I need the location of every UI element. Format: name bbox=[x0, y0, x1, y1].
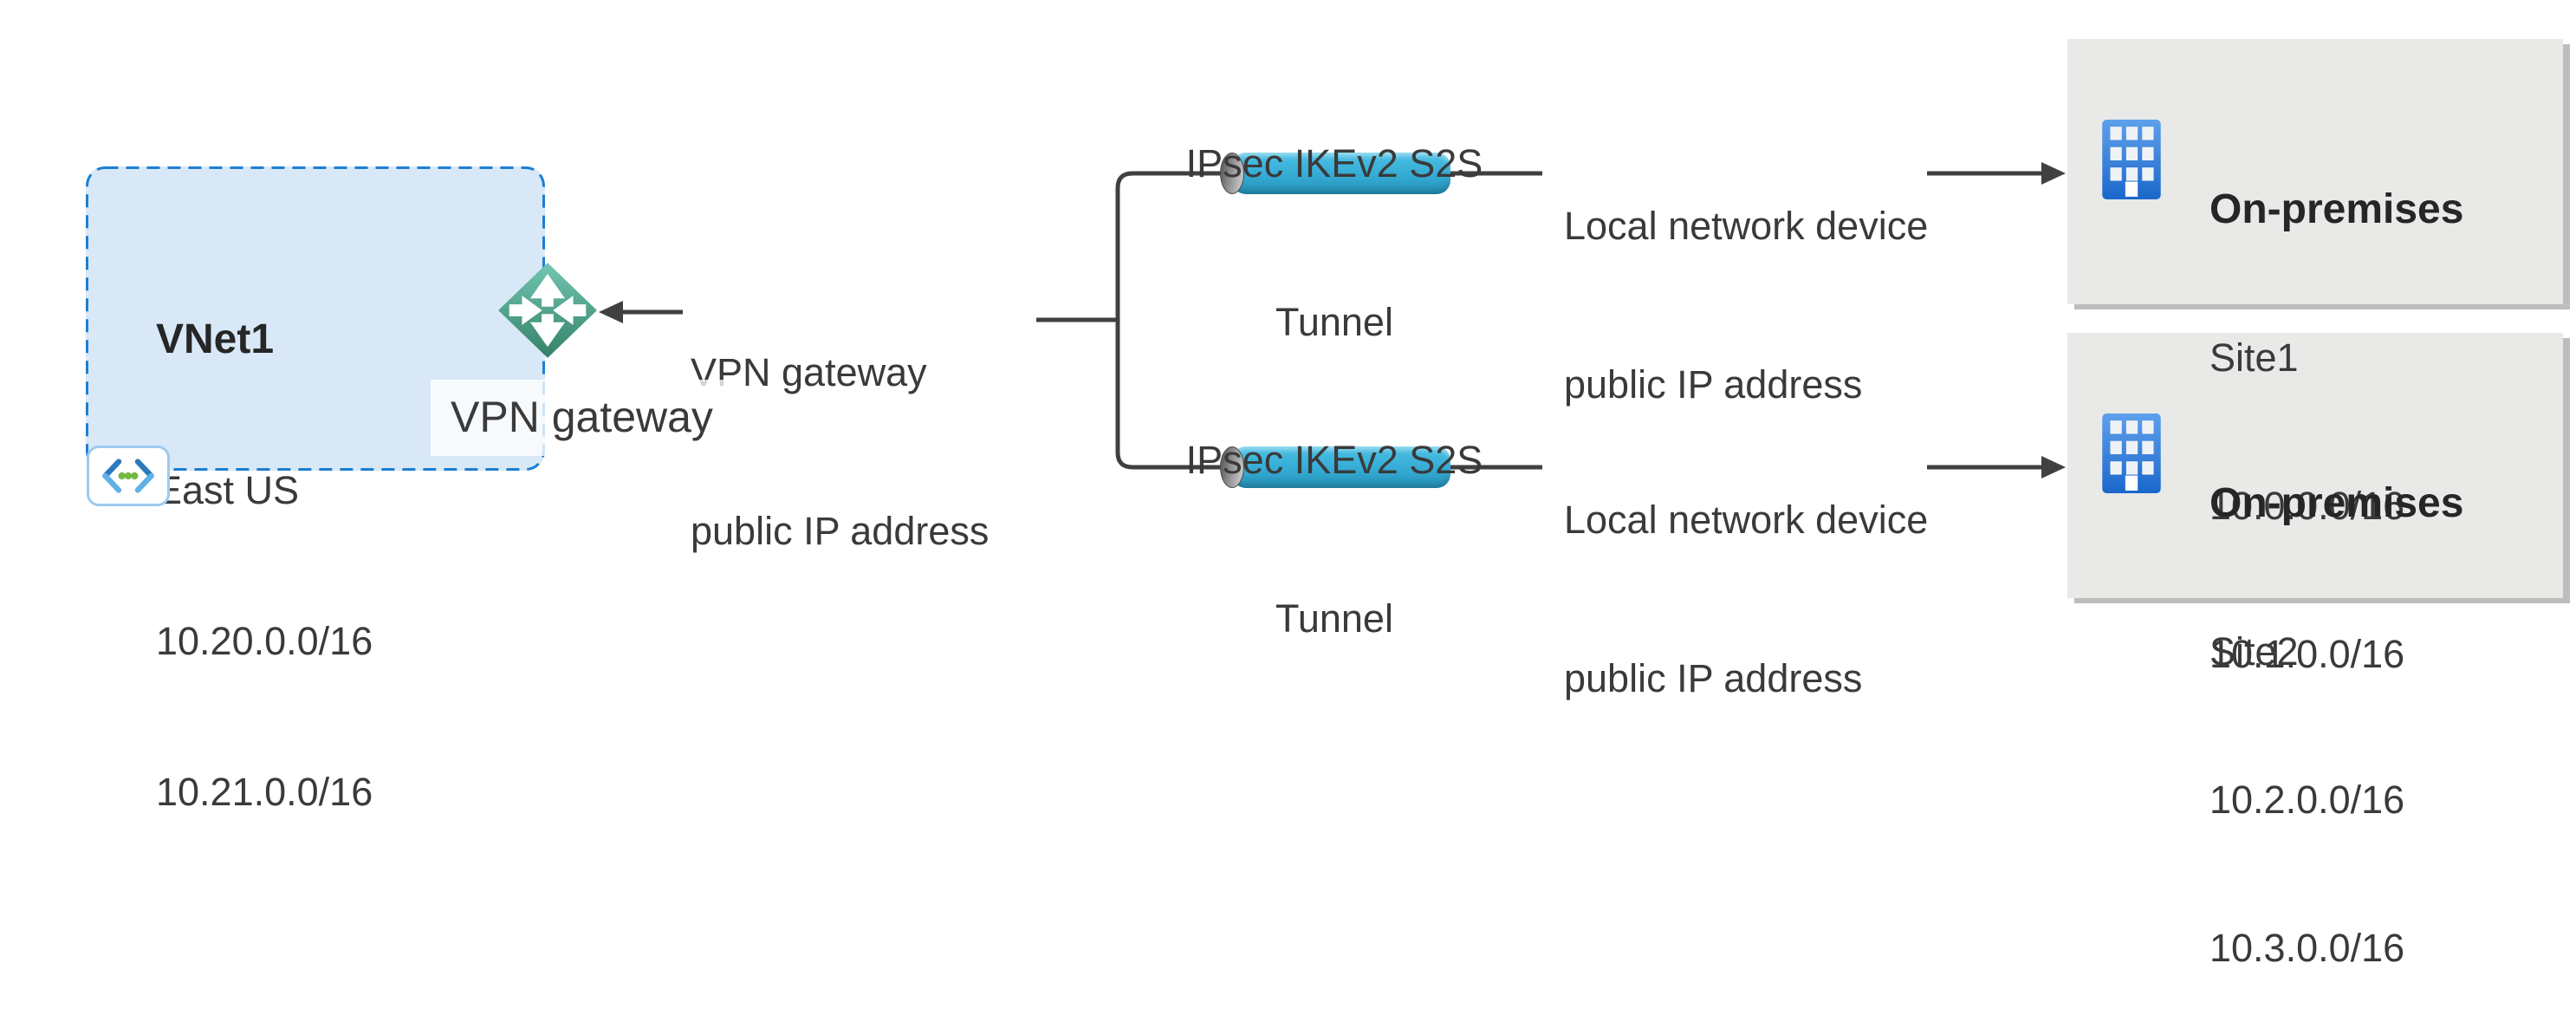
ipsec-tunnel-1 bbox=[1220, 153, 1450, 194]
vpn-gateway-icon bbox=[498, 263, 597, 358]
tunnel2-title: IPsec IKEv2 S2S Tunnel bbox=[1118, 328, 1551, 698]
tunnel1-title: IPsec IKEv2 S2S Tunnel bbox=[1118, 31, 1551, 401]
gateway-public-ip-line2: public IP address bbox=[691, 509, 990, 553]
device1-line2: public IP address bbox=[1564, 362, 1863, 407]
site1-name: Site1 bbox=[2209, 335, 2299, 380]
site2-name: Site2 bbox=[2209, 629, 2299, 674]
site2-info: On-premises Site2 10.2.0.0/16 10.3.0.0/1… bbox=[2209, 380, 2463, 1022]
tunnel1-title-line1: IPsec IKEv2 S2S bbox=[1185, 141, 1483, 186]
site1-title: On-premises bbox=[2209, 186, 2464, 232]
building-icon bbox=[2102, 413, 2161, 493]
site2-prefix-1: 10.2.0.0/16 bbox=[2209, 778, 2405, 822]
vnet-prefix-1: 10.20.0.0/16 bbox=[156, 619, 373, 663]
vnet-name: VNet1 bbox=[156, 316, 275, 362]
tunnel-cylinder-icon bbox=[1232, 446, 1450, 488]
vnet-prefix-2: 10.21.0.0/16 bbox=[156, 770, 373, 814]
ipsec-tunnel-2 bbox=[1220, 446, 1450, 488]
site2-title: On-premises bbox=[2209, 480, 2464, 526]
device1-label: Local network device public IP address bbox=[1564, 94, 1928, 464]
arrowhead-to-site1 bbox=[2041, 162, 2066, 185]
building-icon bbox=[2102, 120, 2161, 199]
gateway-public-ip-label: VPN gateway public IP address bbox=[691, 240, 989, 610]
arrowhead-to-gateway bbox=[599, 301, 623, 323]
tunnel1-title-line2: Tunnel bbox=[1275, 300, 1393, 344]
tunnel2-title-line2: Tunnel bbox=[1275, 596, 1393, 641]
tunnel-cylinder-icon bbox=[1232, 153, 1450, 194]
site1-prefix-1: 10.0.0.0/16 bbox=[2209, 484, 2405, 528]
vpn-gateway-label: VPN gateway bbox=[431, 380, 736, 456]
device2-line2: public IP address bbox=[1564, 656, 1863, 700]
site2-prefix-2: 10.3.0.0/16 bbox=[2209, 926, 2405, 970]
device2-label: Local network device public IP address bbox=[1564, 387, 1928, 758]
arrowhead-to-site2 bbox=[2041, 456, 2066, 478]
device2-line1: Local network device bbox=[1564, 498, 1929, 542]
vnet-region: East US bbox=[156, 468, 300, 512]
vpn-multisite-diagram: { "colors": { "line": "#404040", "text":… bbox=[86, 31, 2563, 970]
tunnel2-title-line1: IPsec IKEv2 S2S bbox=[1185, 438, 1483, 482]
device1-line1: Local network device bbox=[1564, 204, 1929, 248]
tunnel-opening-icon bbox=[1220, 446, 1244, 488]
virtual-network-icon bbox=[87, 446, 170, 506]
vnet-info: VNet1 East US 10.20.0.0/16 10.21.0.0/16 bbox=[156, 214, 373, 868]
